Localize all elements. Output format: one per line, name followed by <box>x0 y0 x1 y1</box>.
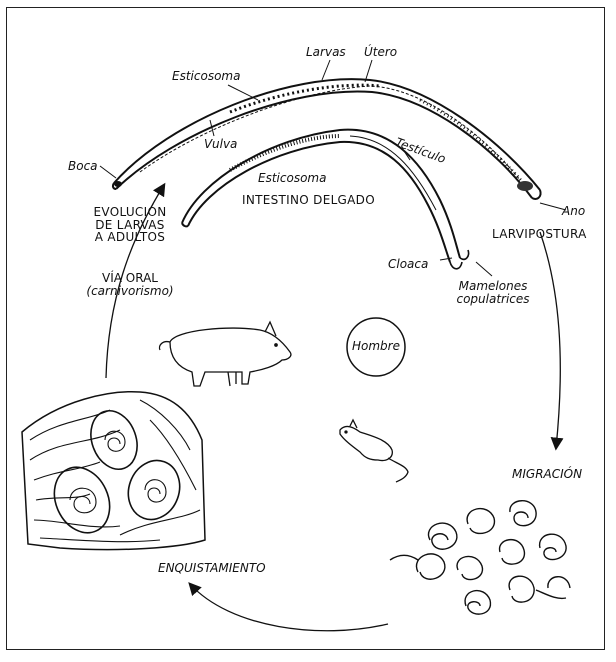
label-evolucion-line1: EVOLUCIÓN <box>93 205 167 219</box>
label-mamelones-line2: copulatrices <box>456 291 530 306</box>
label-evolucion-line2: DE LARVAS <box>95 217 165 232</box>
label-intestino-delgado: INTESTINO DELGADO <box>242 193 375 207</box>
male-worm <box>181 128 470 270</box>
female-worm <box>111 78 542 200</box>
leader-lines <box>99 59 567 277</box>
label-evolucion-line3: A ADULTOS <box>94 230 166 245</box>
coiled-larvae-icon <box>389 500 571 615</box>
label-evolucion: EVOLUCIÓN DE LARVAS A ADULTOS <box>82 206 178 244</box>
label-mamelones-line1: Mamelones <box>458 279 528 293</box>
label-via-oral: VÍA ORAL (carnivorismo) <box>78 272 182 297</box>
label-cloaca: Cloaca <box>388 257 429 271</box>
label-esticosoma-male: Esticosoma <box>258 171 327 185</box>
label-migracion: MIGRACIÓN <box>512 467 583 481</box>
human-host-circle <box>346 317 406 377</box>
label-via-oral-line2: (carnivorismo) <box>86 283 174 298</box>
label-hombre: Hombre <box>352 339 400 353</box>
label-vulva: Vulva <box>204 137 238 151</box>
cycle-arrows <box>105 182 564 632</box>
label-larvas: Larvas <box>306 45 346 59</box>
pig-icon <box>158 320 292 387</box>
label-utero: Útero <box>364 45 398 59</box>
label-esticosoma-female: Esticosoma <box>172 69 241 83</box>
rat-icon <box>339 418 409 483</box>
label-ano: Ano <box>562 204 586 218</box>
label-via-oral-line1: VÍA ORAL <box>102 271 158 285</box>
figure-frame <box>6 7 605 650</box>
label-boca: Boca <box>68 159 98 173</box>
label-enquistamiento: ENQUISTAMIENTO <box>158 561 266 575</box>
encysted-muscle-icon <box>21 391 206 551</box>
label-larvipostura: LARVIPOSTURA <box>492 227 587 241</box>
label-mamelones-copulatrices: Mamelones copulatrices <box>448 280 538 305</box>
